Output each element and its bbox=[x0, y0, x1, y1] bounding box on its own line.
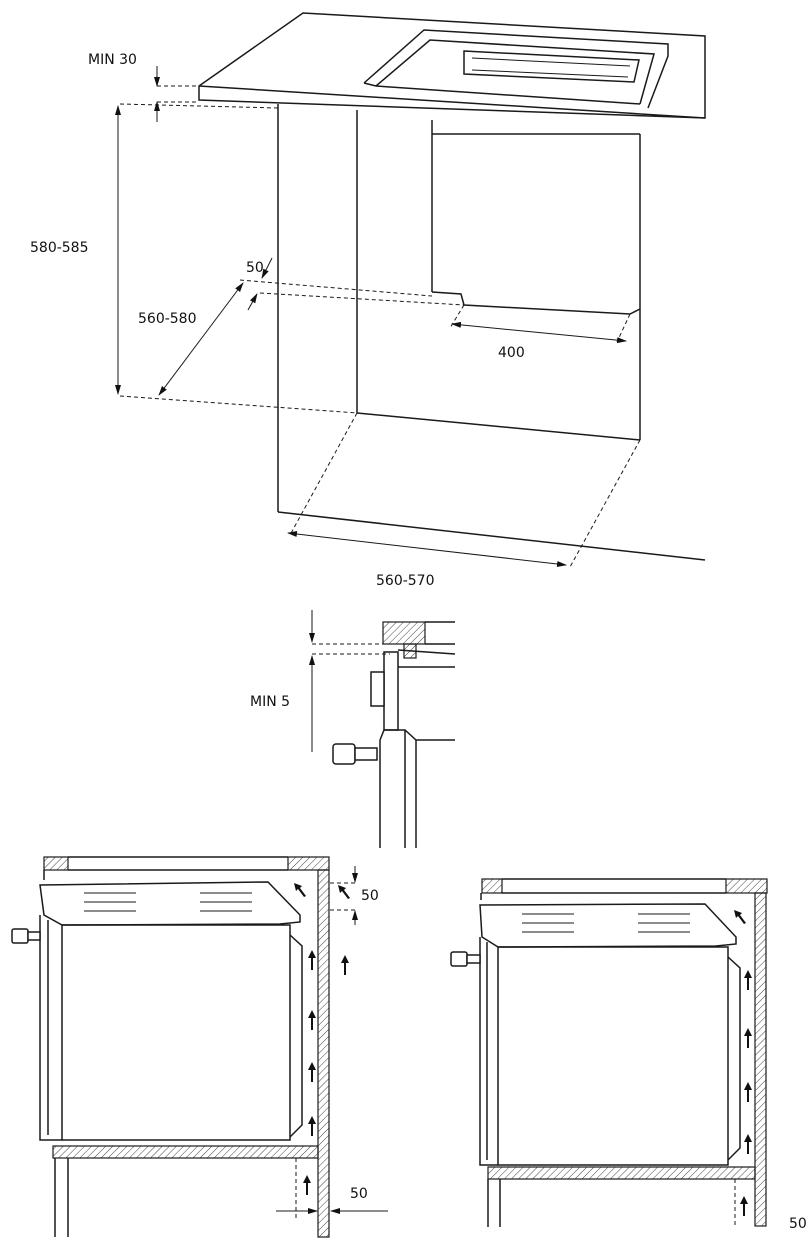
oven-knob bbox=[332, 743, 356, 765]
hob-cutout bbox=[363, 29, 669, 109]
countertop-section bbox=[382, 621, 426, 645]
shelf-floor bbox=[52, 1145, 319, 1159]
right-cabinet-wall bbox=[317, 869, 330, 1238]
right-wall-alt bbox=[754, 892, 767, 1227]
side-view-right: 50 bbox=[450, 878, 807, 1232]
cabinet-left-panel bbox=[277, 104, 433, 512]
countertop bbox=[198, 12, 706, 119]
label-min-5: MIN 5 bbox=[250, 694, 290, 710]
label-depth: 560-580 bbox=[138, 311, 197, 327]
label-height: 580-585 bbox=[30, 240, 89, 256]
label-top-vent: 50 bbox=[361, 888, 379, 904]
label-width: 560-570 bbox=[376, 573, 435, 589]
cabinet-isometric-view: MIN 30 580-585 50 560-580 400 560-570 bbox=[30, 12, 706, 589]
label-back-opening: 400 bbox=[498, 345, 525, 361]
label-right-corner: 50 bbox=[789, 1216, 807, 1232]
label-rear-gap: 50 bbox=[246, 260, 264, 276]
door-gap-detail-view: MIN 5 bbox=[250, 610, 456, 848]
side-view-left: 50 50 bbox=[11, 856, 388, 1238]
label-min-30: MIN 30 bbox=[88, 52, 137, 68]
label-bottom-vent: 50 bbox=[350, 1186, 368, 1202]
